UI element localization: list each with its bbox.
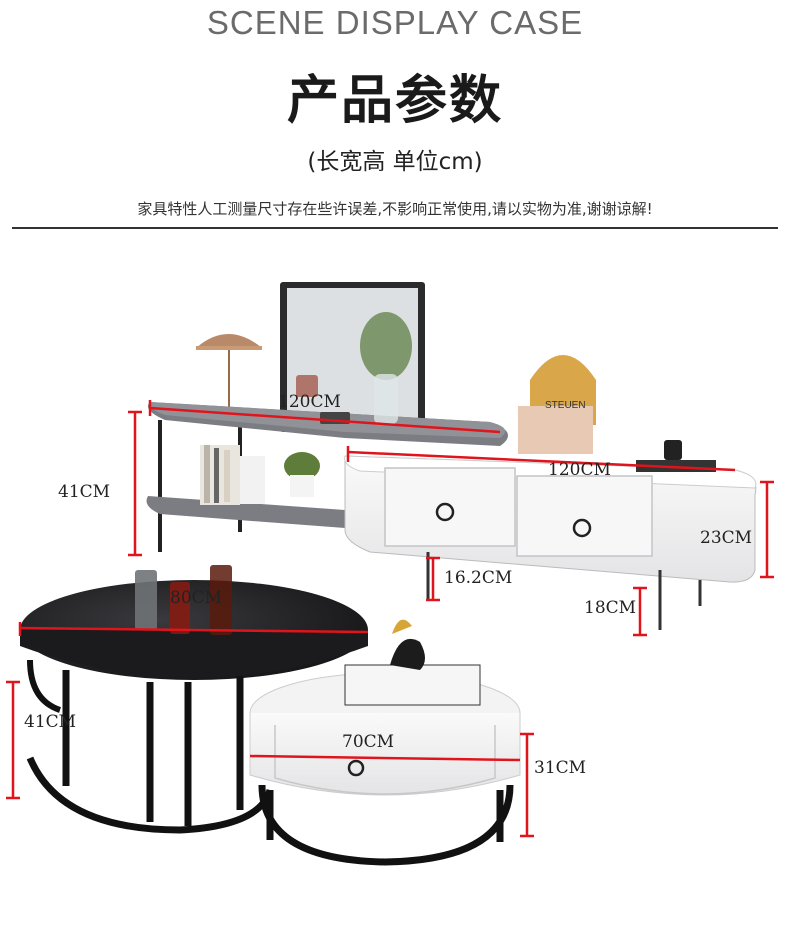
white-round-table [249, 619, 521, 866]
box-label: STEUEN [545, 400, 586, 411]
shelf-height-label: 41CM [58, 482, 111, 502]
cabinet-leg-gap-label: 16.2CM [444, 568, 513, 588]
title-english: SCENE DISPLAY CASE [206, 4, 584, 41]
measurement-note: 家具特性人工测量尺寸存在些许误差,不影响正常使用,请以实物为准,谢谢谅解! [137, 200, 653, 218]
small-table-diameter-label: 70CM [342, 732, 395, 752]
table-lamp [196, 334, 262, 413]
product-scene: 120CM 41CM 120CM 23CM 16.2CM 18CM 80CM 4… [0, 270, 790, 936]
cabinet-leg-height-label: 18CM [584, 598, 637, 618]
white-tv-cabinet [344, 355, 757, 630]
measure-lines [128, 400, 774, 637]
small-table-height-label: 31CM [534, 758, 587, 778]
big-table-diameter-label: 80CM [170, 588, 223, 608]
units-subtitle: (长宽高 单位cm) [307, 149, 483, 175]
big-table-height-label: 41CM [24, 712, 77, 732]
cabinet-width-label: 120CM [548, 460, 611, 480]
header: SCENE DISPLAY CASE 产品参数 (长宽高 单位cm) 家具特性人… [0, 0, 790, 230]
title-chinese: 产品参数 [286, 71, 503, 131]
measure-lines-tables [6, 622, 534, 838]
furniture-illustration [6, 282, 774, 866]
header-divider [12, 227, 778, 229]
cabinet-height-label: 23CM [700, 528, 753, 548]
shelf-width-label: 120CM [278, 392, 341, 412]
